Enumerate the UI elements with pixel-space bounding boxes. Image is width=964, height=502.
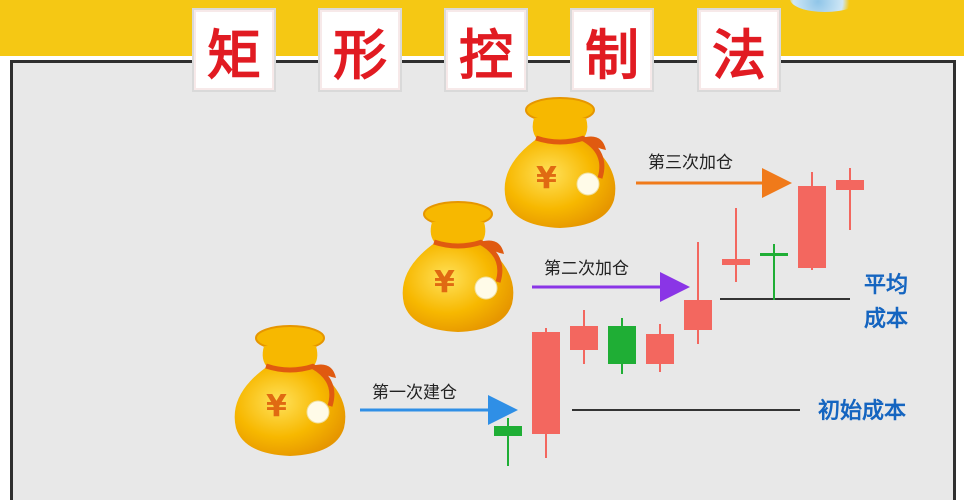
candle-3 (570, 310, 598, 364)
candle-8 (760, 244, 788, 300)
candle-1 (494, 418, 522, 466)
title-char-3: 控 (444, 8, 528, 92)
step-label-2: 第二次加仓 (544, 259, 629, 279)
money-bag-3: ¥ (505, 98, 616, 228)
title-char-5: 法 (697, 8, 781, 92)
candle-9 (798, 172, 826, 270)
candle-5 (646, 324, 674, 372)
title-char-4: 制 (570, 8, 654, 92)
money-bag-1: ¥ (235, 326, 346, 456)
average-cost-label-line2: 成本 (864, 307, 908, 332)
title-banner: 矩 形 控 制 法 (0, 0, 964, 100)
yen-symbol: ¥ (434, 265, 455, 300)
yen-symbol: ¥ (536, 161, 557, 196)
average-cost-label-line1: 平均 (864, 272, 908, 298)
candle-6 (684, 242, 712, 344)
title-char-2: 形 (318, 8, 402, 92)
initial-cost-label: 初始成本 (818, 398, 906, 424)
step-label-1: 第一次建仓 (372, 383, 457, 403)
candle-4 (608, 318, 636, 374)
candle-10 (836, 168, 864, 230)
yen-symbol: ¥ (266, 389, 287, 424)
candle-7 (722, 208, 750, 282)
title-char-1: 矩 (192, 8, 276, 92)
step-label-3: 第三次加仓 (648, 153, 733, 173)
logo-watermark (790, 0, 860, 12)
candle-2 (532, 328, 560, 458)
money-bag-2: ¥ (403, 202, 514, 332)
